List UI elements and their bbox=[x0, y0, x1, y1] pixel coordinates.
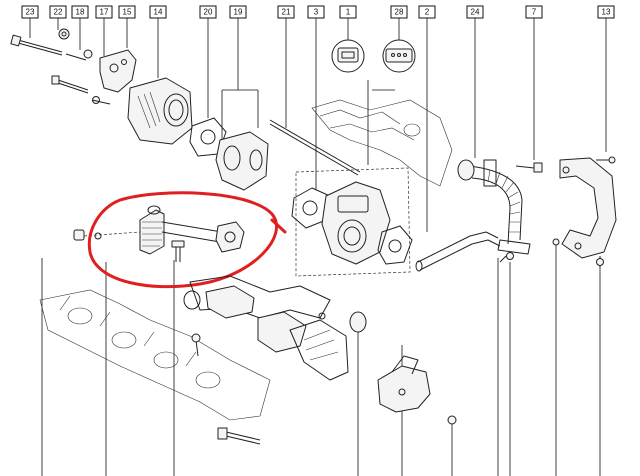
callout-15[interactable]: 15 bbox=[118, 5, 136, 19]
bolt-mid bbox=[191, 333, 201, 357]
washer-22 bbox=[58, 28, 70, 40]
callout-3-label: 3 bbox=[314, 8, 319, 17]
callout-23[interactable]: 23 bbox=[21, 5, 39, 19]
callout-17[interactable]: 17 bbox=[95, 5, 113, 19]
bolt-bottom-left bbox=[217, 427, 261, 445]
callout-14-label: 14 bbox=[154, 8, 163, 17]
callout-28[interactable]: 28 bbox=[390, 5, 408, 19]
callout-18[interactable]: 18 bbox=[71, 5, 89, 19]
callout-20-label: 20 bbox=[204, 8, 213, 17]
callout-28-label: 28 bbox=[395, 8, 404, 17]
bolt-18 bbox=[65, 49, 93, 61]
connector-28 bbox=[382, 39, 416, 73]
bolt-highlighted bbox=[171, 240, 185, 262]
callout-7-label: 7 bbox=[532, 8, 537, 17]
assembly-dashed-box bbox=[295, 167, 411, 277]
callout-22[interactable]: 22 bbox=[49, 5, 67, 19]
egr-cooler-valve-3 bbox=[321, 181, 391, 265]
callout-22-label: 22 bbox=[54, 8, 63, 17]
callout-18-label: 18 bbox=[76, 8, 85, 17]
bolt-7 bbox=[515, 162, 543, 173]
red-highlight-tail bbox=[270, 218, 287, 234]
callout-2[interactable]: 2 bbox=[418, 5, 436, 19]
callout-13[interactable]: 13 bbox=[597, 5, 615, 19]
callout-20[interactable]: 20 bbox=[199, 5, 217, 19]
callout-13-label: 13 bbox=[602, 8, 611, 17]
connector-1 bbox=[331, 39, 365, 73]
throttle-body-14 bbox=[127, 77, 193, 145]
bolt-23 bbox=[10, 34, 63, 56]
bolt-lower-left bbox=[51, 75, 111, 105]
flex-pipe-24 bbox=[457, 159, 531, 255]
callout-14[interactable]: 14 bbox=[149, 5, 167, 19]
callout-17-label: 17 bbox=[100, 8, 109, 17]
rod-21 bbox=[269, 119, 361, 176]
bracket-bottom bbox=[377, 355, 457, 425]
egr-cooler-lower bbox=[183, 275, 367, 381]
cylinder-head-outline bbox=[311, 99, 453, 187]
bracket-15 bbox=[99, 49, 137, 93]
pipe-2 bbox=[415, 231, 501, 272]
callout-15-label: 15 bbox=[123, 8, 132, 17]
gasket-right bbox=[377, 225, 413, 265]
callout-3[interactable]: 3 bbox=[307, 5, 325, 19]
callout-1-label: 1 bbox=[346, 8, 351, 17]
callout-21[interactable]: 21 bbox=[277, 5, 295, 19]
callout-19-label: 19 bbox=[234, 8, 243, 17]
egr-pipe-highlighted bbox=[139, 205, 245, 255]
callout-21-label: 21 bbox=[282, 8, 291, 17]
callout-19[interactable]: 19 bbox=[229, 5, 247, 19]
intake-manifold bbox=[39, 289, 271, 421]
callout-1[interactable]: 1 bbox=[339, 5, 357, 19]
callout-24-label: 24 bbox=[471, 8, 480, 17]
red-highlight-circle bbox=[87, 191, 279, 289]
bracket-13 bbox=[559, 156, 617, 268]
callout-24[interactable]: 24 bbox=[466, 5, 484, 19]
callout-23-label: 23 bbox=[26, 8, 35, 17]
fasteners-right bbox=[499, 238, 560, 263]
nut-left bbox=[73, 229, 141, 241]
callout-7[interactable]: 7 bbox=[525, 5, 543, 19]
egr-valve-19 bbox=[215, 131, 269, 191]
callout-2-label: 2 bbox=[425, 8, 430, 17]
